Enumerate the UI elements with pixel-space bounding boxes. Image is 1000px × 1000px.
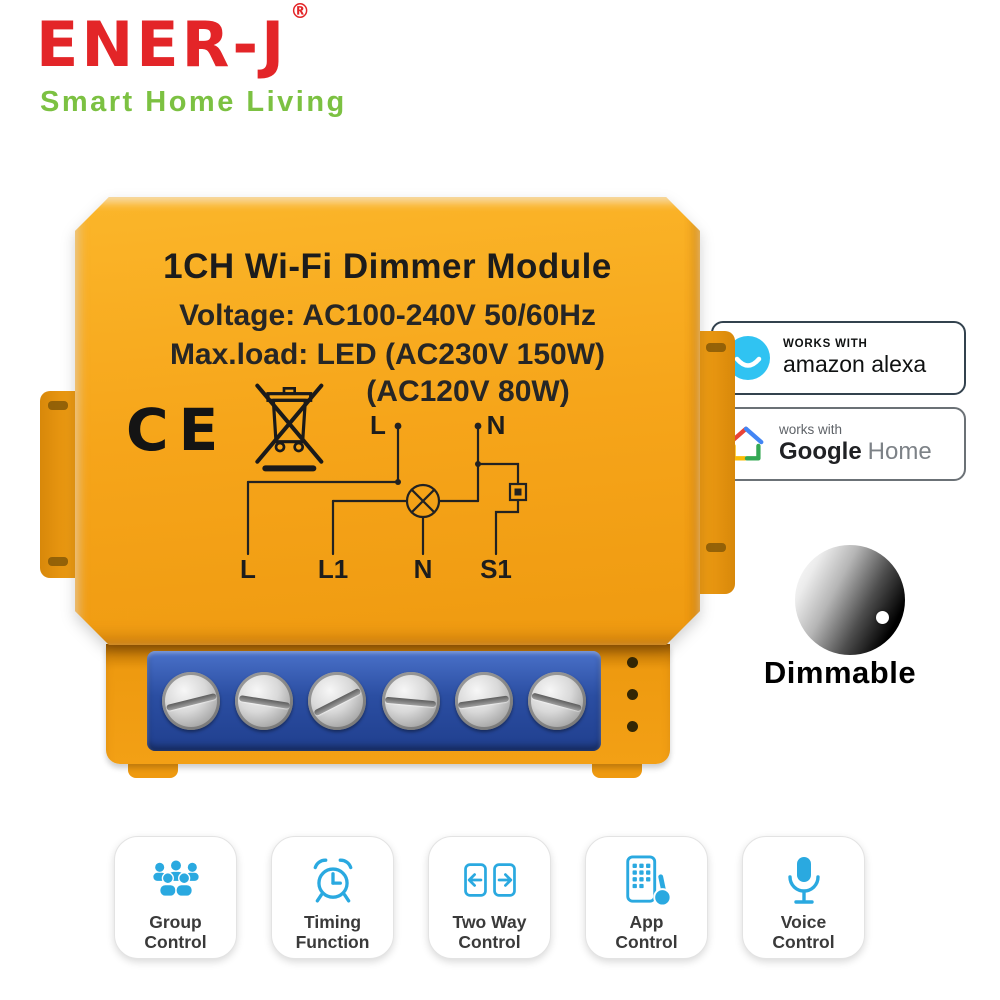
dimmable-label: Dimmable (763, 655, 917, 690)
terminal-block (147, 651, 601, 751)
vent-hole (627, 689, 638, 700)
google-brand-label: Google (779, 437, 862, 465)
vent-hole (627, 721, 638, 732)
wiring-label-n: N (414, 554, 433, 584)
two-way-switch-icon (461, 849, 519, 911)
wiring-label-l1: L1 (318, 554, 348, 584)
group-icon (147, 849, 205, 911)
brand-name: ENER-J (36, 8, 288, 81)
max-load-spec-line1: Max.load: LED (AC230V 150W) (169, 338, 606, 371)
terminal-screw (162, 672, 221, 730)
terminal-screw (527, 672, 586, 730)
google-works-with-label: works with (779, 422, 843, 438)
brand-logo: ENER-J® (36, 0, 313, 81)
feature-label: Two Way Control (452, 912, 527, 953)
microphone-icon (781, 849, 827, 911)
dimmer-knob-icon (795, 545, 905, 655)
weee-bin-icon (255, 383, 324, 472)
voltage-spec: Voltage: AC100-240V 50/60Hz (179, 299, 596, 332)
feature-card-group-control: Group Control (114, 836, 237, 959)
feature-card-row: Group Control Timing Function (114, 836, 866, 959)
alexa-icon (726, 336, 770, 380)
product-title: 1CH Wi-Fi Dimmer Module (163, 247, 612, 286)
wiring-diagram: L N L L1 N S1 (240, 410, 528, 584)
device-left-mount-tab (40, 391, 78, 578)
mount-slot (48, 557, 68, 566)
terminal-screw (308, 672, 367, 730)
device-foot (592, 762, 642, 778)
alarm-clock-icon (308, 849, 358, 911)
google-product-label: Home (867, 437, 932, 465)
feature-card-timing-function: Timing Function (271, 836, 394, 959)
wiring-label-s1: S1 (480, 554, 512, 584)
feature-card-voice-control: Voice Control (742, 836, 865, 959)
brand-tagline: Smart Home Living (40, 86, 347, 118)
ce-mark: CE (126, 396, 229, 464)
app-control-icon (621, 849, 673, 911)
terminal-screw (454, 672, 513, 730)
mount-slot (706, 543, 726, 552)
feature-card-two-way-control: Two Way Control (428, 836, 551, 959)
dimmer-module-body (75, 197, 700, 645)
vent-hole (627, 657, 638, 668)
wiring-label-l: L (240, 554, 256, 584)
alexa-works-with-label: WORKS WITH (783, 338, 868, 351)
max-load-spec-line2: (AC120V 80W) (366, 375, 570, 408)
mount-slot (706, 343, 726, 352)
device-foot (128, 762, 178, 778)
device-face (75, 197, 700, 645)
alexa-name-label: amazon alexa (783, 351, 927, 378)
wiring-label-top-l: L (370, 410, 386, 440)
feature-label: Group Control (144, 912, 207, 953)
feature-label: Timing Function (295, 912, 370, 953)
mount-slot (48, 401, 68, 410)
terminal-screw (381, 672, 440, 730)
terminal-screw (235, 672, 294, 730)
registered-mark: ® (290, 0, 314, 24)
feature-card-app-control: App Control (585, 836, 708, 959)
device-right-mount-tab (697, 331, 735, 594)
feature-label: App Control (615, 912, 678, 953)
alexa-badge: WORKS WITH amazon alexa (711, 321, 966, 395)
feature-label: Voice Control (772, 912, 835, 953)
wiring-label-top-n: N (487, 410, 506, 440)
knob-indicator-dot (876, 611, 890, 624)
